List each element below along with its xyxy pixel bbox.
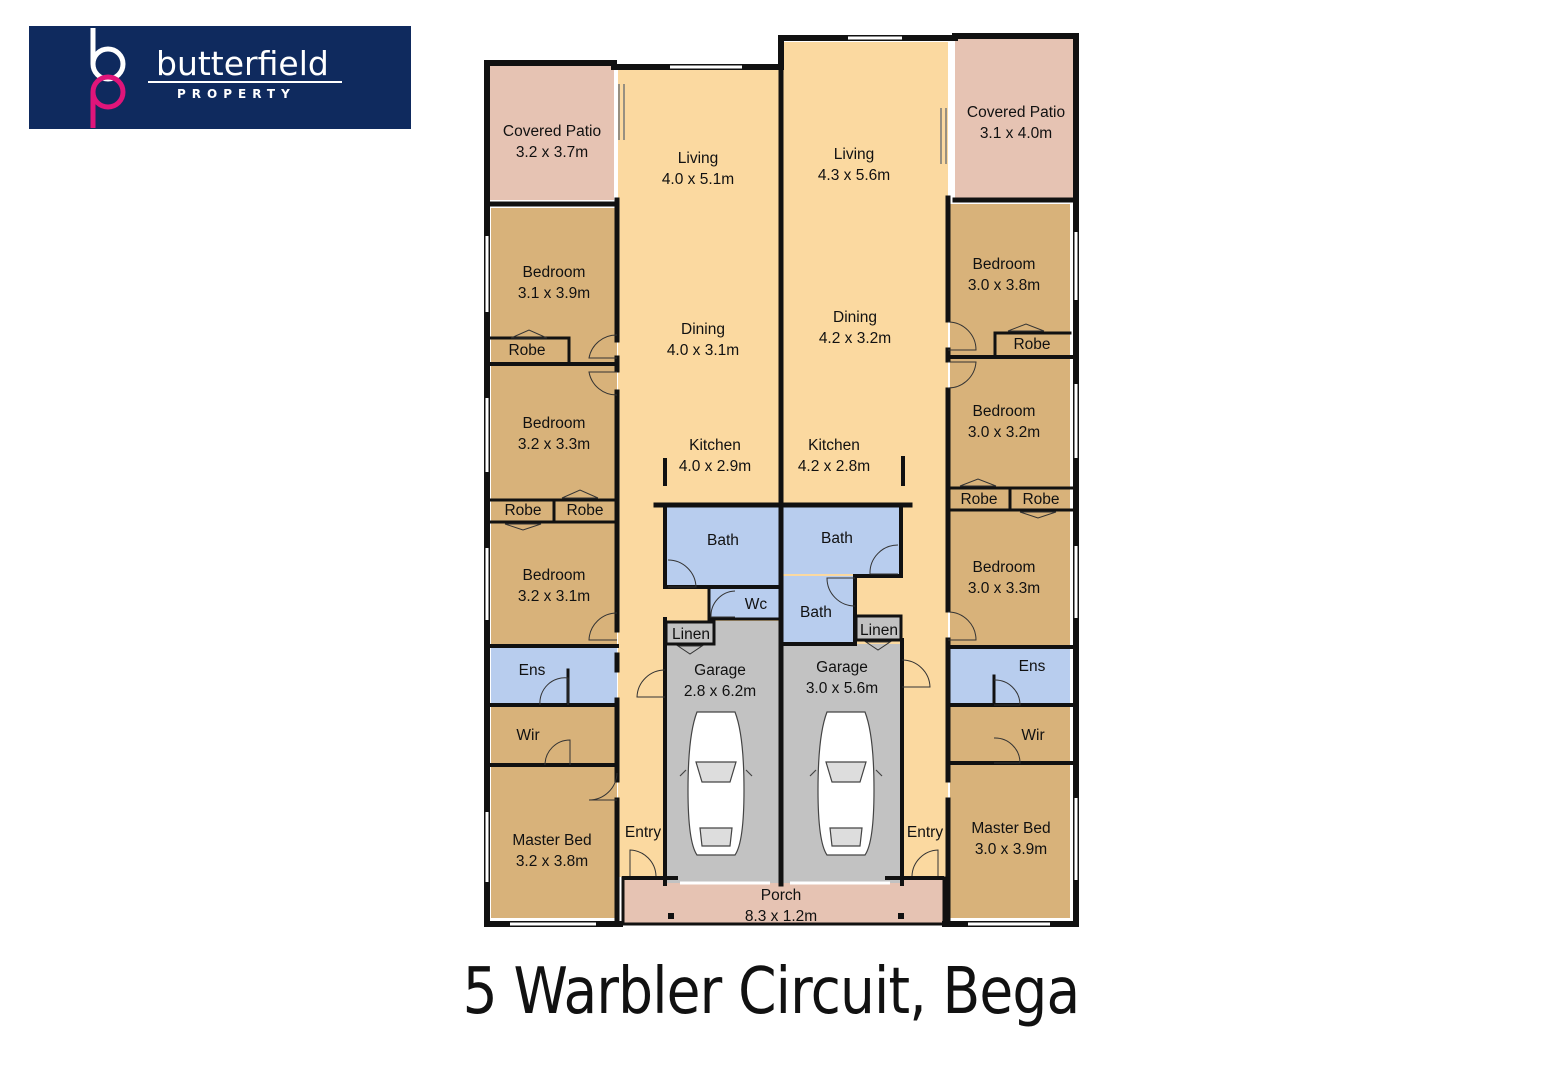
- label-dining-right-dims: 4.2 x 3.2m: [819, 330, 891, 347]
- label-linen-right: Linen: [860, 622, 898, 639]
- brand-logo: butterfield PROPERTY: [29, 26, 411, 129]
- ens-right-area: [950, 648, 1070, 704]
- label-bed3-right-name: Bedroom: [973, 559, 1036, 576]
- car-right-icon: [809, 711, 883, 856]
- label-bath-left: Bath: [707, 532, 739, 549]
- label-kitchen-right-name: Kitchen: [808, 437, 860, 454]
- label-living-left-name: Living: [678, 150, 719, 167]
- label-bed3-left-dims: 3.2 x 3.1m: [518, 588, 590, 605]
- label-kitchen-right-dims: 4.2 x 2.8m: [798, 458, 870, 475]
- label-bed1-left-name: Bedroom: [523, 264, 586, 281]
- label-entry-right: Entry: [907, 824, 943, 841]
- bath-mid-area: [782, 576, 855, 644]
- patio-right-area: [955, 36, 1074, 198]
- label-bath-right: Bath: [821, 530, 853, 547]
- label-patio-right-dims: 3.1 x 4.0m: [980, 125, 1052, 142]
- wir-left-area: [491, 706, 617, 764]
- wir-right-area: [950, 706, 1070, 762]
- label-living-left-dims: 4.0 x 5.1m: [662, 171, 734, 188]
- label-bed2-right-dims: 3.0 x 3.2m: [968, 424, 1040, 441]
- label-ens-right: Ens: [1019, 658, 1046, 675]
- label-robe-l2a: Robe: [504, 502, 541, 519]
- label-master-left-dims: 3.2 x 3.8m: [516, 853, 588, 870]
- label-living-right-name: Living: [834, 146, 875, 163]
- bed2-left-area: [491, 365, 617, 500]
- label-bed2-left-name: Bedroom: [523, 415, 586, 432]
- label-robe-l1: Robe: [508, 342, 545, 359]
- label-patio-right-name: Covered Patio: [967, 104, 1065, 121]
- label-dining-left-name: Dining: [681, 321, 725, 338]
- master-left-area: [491, 766, 617, 918]
- bath-left-area: [666, 506, 780, 586]
- bed3-right-area: [950, 510, 1070, 646]
- label-wir-left: Wir: [516, 727, 539, 744]
- label-kitchen-left-dims: 4.0 x 2.9m: [679, 458, 751, 475]
- label-porch-name: Porch: [761, 887, 802, 904]
- label-bed1-left-dims: 3.1 x 3.9m: [518, 285, 590, 302]
- ens-left-area: [491, 648, 617, 704]
- label-master-right-name: Master Bed: [971, 820, 1050, 837]
- car-left-icon: [679, 711, 753, 856]
- label-kitchen-left-name: Kitchen: [689, 437, 741, 454]
- label-dining-left-dims: 4.0 x 3.1m: [667, 342, 739, 359]
- wc-area: [710, 589, 780, 619]
- label-robe-l2b: Robe: [566, 502, 603, 519]
- porch-post: [898, 913, 904, 919]
- label-bath-mid: Bath: [800, 604, 832, 621]
- label-bed2-right-name: Bedroom: [973, 403, 1036, 420]
- label-bed1-right-name: Bedroom: [973, 256, 1036, 273]
- label-master-left-name: Master Bed: [512, 832, 591, 849]
- label-linen-left: Linen: [672, 626, 710, 643]
- label-wc: Wc: [745, 596, 768, 613]
- label-porch-dims: 8.3 x 1.2m: [745, 908, 817, 925]
- walls: [484, 33, 1079, 927]
- bed3-left-area: [491, 522, 617, 646]
- porch-post: [668, 913, 674, 919]
- sliding-doors: [618, 84, 947, 164]
- label-wir-right: Wir: [1021, 727, 1044, 744]
- label-garage-right-dims: 3.0 x 5.6m: [806, 680, 878, 697]
- label-bed1-right-dims: 3.0 x 3.8m: [968, 277, 1040, 294]
- logo-divider: [148, 81, 342, 83]
- property-address: 5 Warbler Circuit, Bega: [462, 955, 1081, 1029]
- patio-left-area: [487, 63, 614, 200]
- label-garage-right-name: Garage: [816, 659, 868, 676]
- linen-right-area: [854, 614, 903, 642]
- label-living-right-dims: 4.3 x 5.6m: [818, 167, 890, 184]
- label-robe-r1: Robe: [1013, 336, 1050, 353]
- label-entry-left: Entry: [625, 824, 661, 841]
- logo-monogram-icon: [90, 28, 126, 128]
- label-garage-left-name: Garage: [694, 662, 746, 679]
- door-swings: [504, 321, 1057, 877]
- bed2-right-area: [950, 358, 1070, 488]
- label-patio-left-dims: 3.2 x 3.7m: [516, 144, 588, 161]
- label-patio-left-name: Covered Patio: [503, 123, 601, 140]
- windows: [485, 36, 1078, 926]
- label-bed2-left-dims: 3.2 x 3.3m: [518, 436, 590, 453]
- label-dining-right-name: Dining: [833, 309, 877, 326]
- bath-right-area: [782, 506, 900, 574]
- label-bed3-right-dims: 3.0 x 3.3m: [968, 580, 1040, 597]
- label-bed3-left-name: Bedroom: [523, 567, 586, 584]
- master-right-area: [950, 764, 1070, 918]
- label-garage-left-dims: 2.8 x 6.2m: [684, 683, 756, 700]
- logo-name: butterfield: [156, 44, 329, 83]
- label-master-right-dims: 3.0 x 3.9m: [975, 841, 1047, 858]
- label-robe-r2b: Robe: [1022, 491, 1059, 508]
- label-ens-left: Ens: [519, 662, 546, 679]
- label-robe-r2a: Robe: [960, 491, 997, 508]
- logo-tagline: PROPERTY: [177, 87, 296, 101]
